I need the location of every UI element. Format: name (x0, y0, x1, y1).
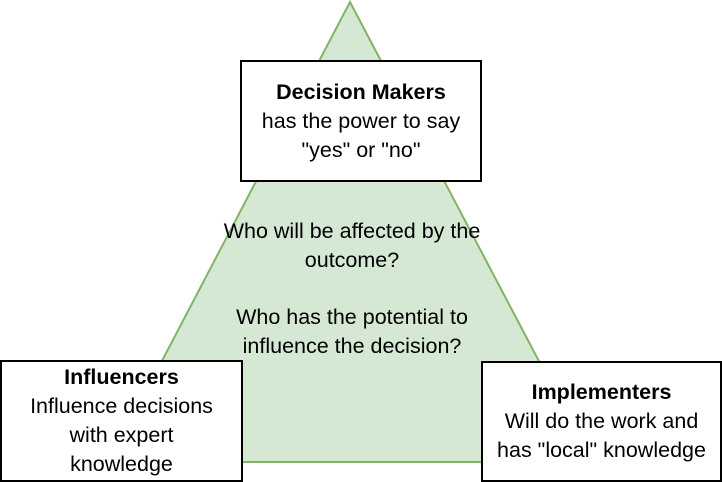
influence-question-line2: influence the decision? (242, 334, 462, 358)
influence-question: Who has the potential to influence the d… (192, 303, 512, 361)
implementers-title: Implementers (531, 380, 672, 404)
decision-makers-title: Decision Makers (276, 79, 446, 104)
influencers-desc-line1: Influence decisions (30, 394, 213, 418)
implementers-desc-line2: has "local" knowledge (497, 438, 706, 462)
affected-question: Who will be affected by the outcome? (192, 217, 512, 275)
affected-question-line2: outcome? (304, 248, 400, 272)
influencers-desc-line2: with expert (69, 423, 174, 447)
triangle-shape (107, 0, 594, 463)
decision-makers-desc-line1: has the power to say (261, 108, 461, 133)
affected-question-line1: Who will be affected by the (223, 219, 481, 243)
implementers-box: Implementers Will do the work and has "l… (481, 361, 722, 482)
decision-makers-box: Decision Makers has the power to say "ye… (240, 60, 482, 182)
influencers-desc-line3: knowledge (70, 452, 173, 476)
influencers-title: Influencers (64, 365, 179, 389)
influence-question-line1: Who has the potential to (236, 305, 468, 329)
influencers-box: Influencers Influence decisions with exp… (0, 360, 243, 482)
decision-makers-desc-line2: "yes" or "no" (301, 137, 421, 162)
implementers-desc-line1: Will do the work and (504, 409, 699, 433)
